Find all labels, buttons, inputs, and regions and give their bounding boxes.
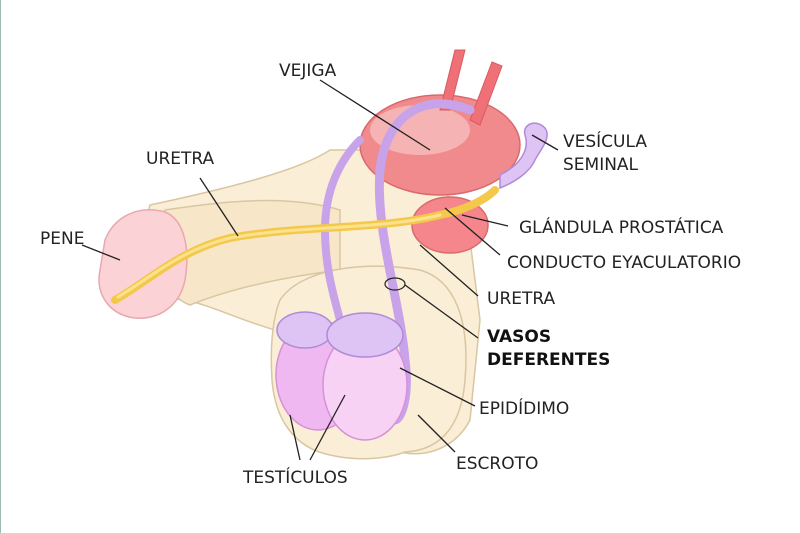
bladder-highlight: [370, 105, 470, 155]
label-uretra-top: URETRA: [146, 149, 215, 169]
label-escroto: ESCROTO: [456, 454, 539, 474]
label-epididimo: EPIDÍDIMO: [479, 399, 570, 419]
label-vesicula-line2: SEMINAL: [563, 155, 639, 175]
label-glandula-prostatica: GLÁNDULA PROSTÁTICA: [519, 218, 724, 238]
leader-epididimo: [399, 367, 476, 407]
ureter-left: [439, 49, 466, 111]
ureter-right: [469, 61, 503, 126]
glans: [98, 209, 188, 319]
leader-lines: [81, 79, 559, 461]
leader-pene: [81, 244, 121, 261]
epididymis-left: [276, 311, 334, 349]
leader-vejiga: [319, 79, 431, 151]
leader-conducto: [444, 207, 501, 256]
leader-vesicula: [531, 134, 559, 151]
label-conducto-eyaculatorio: CONDUCTO EYACULATORIO: [507, 253, 742, 273]
label-uretra-right: URETRA: [487, 289, 556, 309]
prostate: [411, 196, 489, 254]
leader-testiculos-b: [309, 394, 346, 461]
leader-glandula: [461, 214, 509, 227]
leader-uretra-top: [199, 177, 239, 237]
epididymis-right: [326, 312, 404, 358]
label-vasos-line2: DEFERENTES: [487, 350, 611, 370]
leader-vasos: [404, 284, 479, 339]
urethra-highlight: [116, 213, 442, 299]
label-vesicula-line1: VESÍCULA: [563, 132, 647, 152]
leader-uretra-right: [419, 244, 479, 297]
page-edge: [0, 0, 1, 533]
label-vasos-line1: VASOS: [487, 327, 552, 347]
leader-testiculos-a: [289, 414, 301, 461]
label-pene: PENE: [40, 229, 85, 249]
label-testiculos: TESTÍCULOS: [243, 468, 348, 488]
seminal-vesicle: [499, 122, 548, 190]
leader-escroto: [417, 414, 456, 453]
label-vejiga: VEJIGA: [279, 61, 337, 81]
vas-marker-ring: [384, 277, 406, 291]
